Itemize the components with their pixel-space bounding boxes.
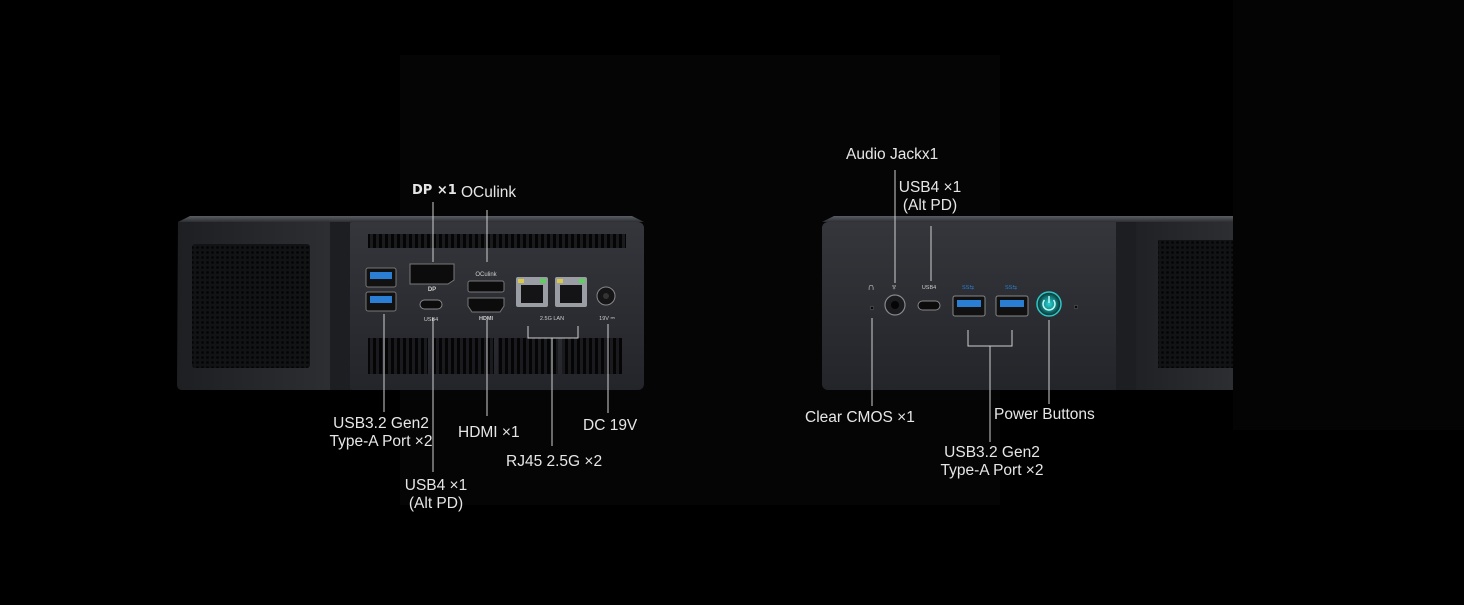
usb4-label-left: USB4 ×1 (Alt PD) [386, 477, 486, 513]
side-mesh-grille [192, 244, 310, 368]
rj45-port-2-opening [560, 285, 582, 303]
rj45-port-1-led-b [540, 279, 546, 283]
left-device: DP USB4 OCulink HDMI 2.5G LAN 19V ⎓ [177, 202, 644, 472]
oculink-silk: OCulink [475, 272, 497, 278]
bottom-vent-2 [434, 338, 494, 374]
top-vent [368, 234, 626, 248]
usb4-label-left-line2: (Alt PD) [408, 495, 464, 512]
rj45-label: RJ45 2.5G ×2 [506, 453, 603, 470]
usb32-label-right-line1: USB3.2 Gen2 [944, 444, 1040, 461]
bottom-vent-4 [562, 338, 622, 374]
dc-silk: 19V ⎓ [599, 316, 615, 322]
hdmi-port [467, 297, 505, 313]
clear-cmos-label: Clear CMOS ×1 [805, 409, 915, 426]
ss-silk-2: SS⇆ [1005, 284, 1017, 291]
power-icon [1042, 299, 1056, 311]
usb32-label-right-line2: Type-A Port ×2 [940, 462, 1044, 479]
usb-a-port-2-tongue [370, 296, 392, 303]
headphone-icon: ∩ [867, 282, 874, 293]
power-button [1036, 291, 1062, 317]
dc-jack-pin [603, 293, 609, 299]
usb4-silk-left: USB4 [424, 317, 438, 323]
audio-label: Audio Jackx1 [846, 146, 939, 163]
rj45-port-1-led-a [518, 279, 524, 283]
face-corner [330, 222, 350, 390]
right-callout-lines [871, 170, 1050, 442]
right-top-edge [822, 216, 1233, 222]
lan-silk: 2.5G LAN [540, 316, 564, 322]
usb4-port-left [419, 299, 443, 310]
usb32-label-left-line1: USB3.2 Gen2 [333, 415, 429, 432]
usb32-label-left: USB3.2 Gen2 Type-A Port ×2 [316, 415, 446, 451]
left-callout-lines [383, 202, 609, 472]
usb4-port-right [917, 300, 941, 311]
dp-label: DP ×1 [412, 183, 457, 198]
usb4-label-right: USB4 ×1 (Alt PD) [880, 179, 980, 215]
usb32-label-left-line2: Type-A Port ×2 [329, 433, 433, 450]
power-label: Power Buttons [994, 406, 1095, 423]
bottom-vent-3 [498, 338, 558, 374]
oculink-label: OCulink [461, 184, 517, 201]
dp-silk: DP [428, 287, 436, 293]
indicator-hole [1073, 304, 1079, 310]
hdmi-silk: HDMI [479, 316, 494, 322]
audio-jack-hole [891, 301, 899, 309]
rj45-port-1-opening [521, 285, 543, 303]
oculink-port [467, 280, 505, 293]
usb4-silk-right: USB4 [922, 285, 936, 291]
usb32-label-right: USB3.2 Gen2 Type-A Port ×2 [925, 444, 1059, 480]
right-device: ∩ ♆ USB4 SS⇆ SS⇆ [822, 170, 1233, 442]
usb-a-front-2-tongue [1000, 300, 1024, 307]
clear-cmos-hole [869, 305, 875, 311]
top-edge [178, 216, 644, 222]
right-face-corner [1116, 222, 1136, 390]
usb-a-front-1-tongue [957, 300, 981, 307]
bottom-vent-1 [368, 338, 428, 374]
ss-silk-1: SS⇆ [962, 284, 974, 291]
right-side-mesh [1158, 240, 1233, 368]
usb4-label-right-line1: USB4 ×1 [898, 179, 962, 196]
rj45-port-2-led-b [579, 279, 585, 283]
usb4-label-left-line1: USB4 ×1 [404, 477, 468, 494]
usb-a-port-1-tongue [370, 272, 392, 279]
backdrop-panel-right [1233, 0, 1464, 430]
dp-port [409, 263, 455, 285]
dc-label: DC 19V [583, 417, 638, 434]
hdmi-label: HDMI ×1 [458, 424, 520, 441]
usb4-label-right-line2: (Alt PD) [902, 197, 958, 214]
rj45-port-2-led-a [557, 279, 563, 283]
mic-icon: ♆ [891, 282, 898, 292]
